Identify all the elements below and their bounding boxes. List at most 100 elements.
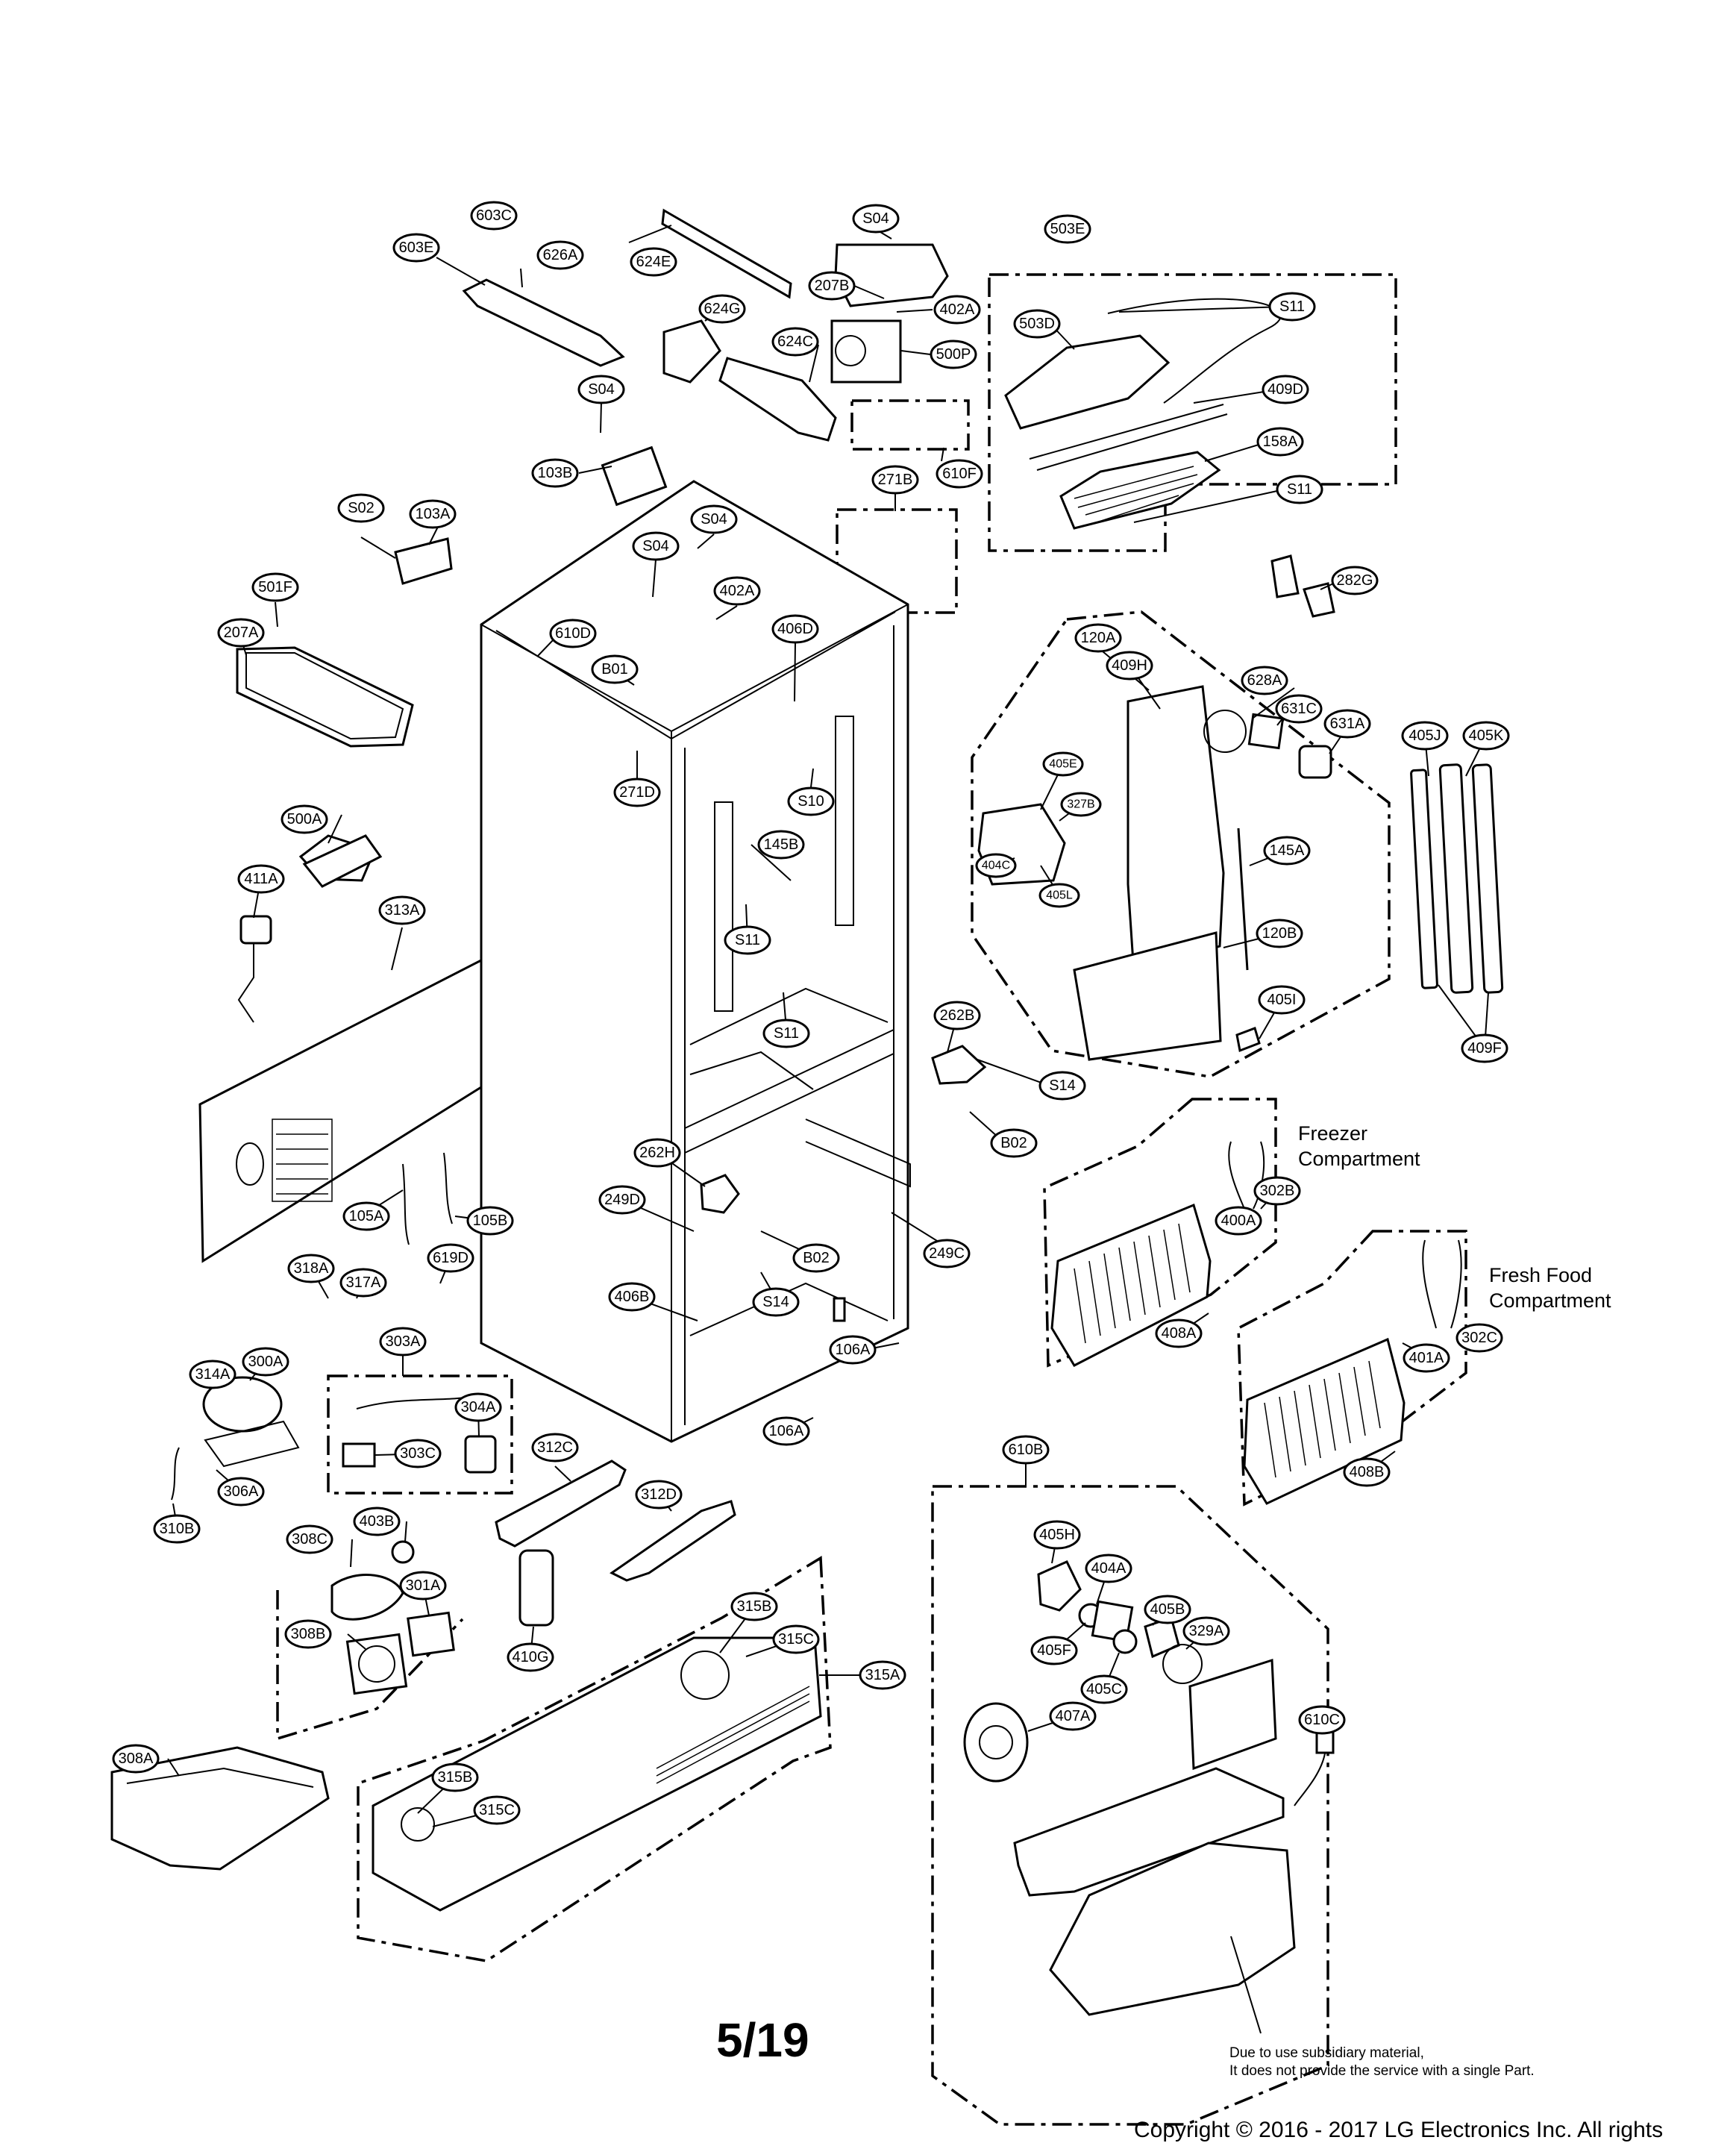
- callout-249C: 249C: [923, 1239, 971, 1268]
- callout-text: 145B: [764, 836, 799, 853]
- callout-313A: 313A: [378, 895, 426, 925]
- callout-314A: 314A: [189, 1360, 236, 1389]
- callout-text: 317A: [346, 1274, 381, 1291]
- callout-631C: 631C: [1275, 694, 1323, 724]
- callout-308A: 308A: [112, 1744, 160, 1774]
- fan-bracket-guide-line: [276, 1590, 464, 1741]
- callout-S11: S11: [724, 925, 771, 955]
- fresh-food-label-line-1: Fresh Food: [1489, 1264, 1593, 1286]
- callout-S04: S04: [852, 204, 900, 234]
- callout-S14: S14: [752, 1287, 800, 1317]
- callout-315A: 315A: [859, 1660, 906, 1690]
- callout-619D: 619D: [427, 1243, 474, 1273]
- callout-text: 306A: [224, 1483, 259, 1500]
- callout-402A: 402A: [933, 295, 981, 325]
- callout-249D: 249D: [598, 1185, 646, 1215]
- callout-text: 405F: [1037, 1642, 1071, 1659]
- callout-610F: 610F: [936, 459, 983, 489]
- callout-text: 303A: [386, 1333, 421, 1350]
- callout-282G: 282G: [1331, 566, 1379, 595]
- callout-text: 262H: [639, 1145, 675, 1161]
- callout-271D: 271D: [613, 778, 661, 807]
- callout-405K: 405K: [1462, 721, 1510, 751]
- callout-B01: B01: [591, 654, 639, 684]
- callout-text: 405E: [1049, 758, 1077, 771]
- callout-624G: 624G: [698, 294, 746, 324]
- callout-text: S04: [642, 538, 669, 554]
- callout-145A: 145A: [1263, 836, 1311, 866]
- component-sketches: [110, 208, 1504, 2016]
- callout-text: S10: [798, 793, 824, 810]
- callout-315B: 315B: [431, 1762, 479, 1792]
- callouts: 603E 603C 626A 624E S04 207B 402A 500P 6…: [112, 201, 1510, 1825]
- callout-158A: 158A: [1256, 427, 1304, 457]
- callout-410G: 410G: [507, 1642, 554, 1672]
- callout-603C: 603C: [470, 201, 518, 231]
- callout-628A: 628A: [1241, 666, 1288, 695]
- callout-262B: 262B: [933, 1001, 981, 1030]
- duct-120a-group-outline: [971, 610, 1391, 1078]
- callout-text: S11: [1287, 481, 1312, 498]
- wire-610f-group-outline: [850, 399, 970, 451]
- callout-text: 405B: [1150, 1601, 1185, 1618]
- callout-302B: 302B: [1253, 1176, 1301, 1206]
- freezer-compartment-label: Freezer Compartment: [1298, 1121, 1420, 1171]
- callout-text: 411A: [244, 871, 278, 887]
- callout-631A: 631A: [1323, 709, 1371, 739]
- callout-text: 315C: [778, 1631, 814, 1648]
- callout-610B: 610B: [1002, 1435, 1050, 1465]
- freezer-label-line-2: Compartment: [1298, 1148, 1420, 1170]
- callout-120A: 120A: [1074, 623, 1122, 653]
- callout-405C: 405C: [1080, 1674, 1128, 1704]
- callout-145B: 145B: [757, 830, 805, 860]
- callout-S11: S11: [762, 1019, 810, 1048]
- callout-text: 610D: [555, 625, 591, 642]
- callout-text: S11: [1279, 298, 1305, 315]
- callout-503E: 503E: [1044, 214, 1091, 244]
- callout-text: 315C: [479, 1802, 515, 1818]
- callout-text: 409D: [1267, 381, 1303, 398]
- callout-text: 405H: [1039, 1527, 1075, 1543]
- callout-text: 410G: [513, 1649, 549, 1665]
- callout-405L: 405L: [1038, 883, 1080, 908]
- callout-207B: 207B: [808, 271, 856, 301]
- callout-text: 308B: [291, 1626, 326, 1642]
- callout-text: 409H: [1112, 657, 1147, 674]
- callout-text: 631A: [1330, 716, 1365, 732]
- callout-text: 262B: [940, 1007, 975, 1024]
- callout-text: 403B: [360, 1513, 395, 1530]
- callout-405H: 405H: [1033, 1520, 1081, 1550]
- callout-603E: 603E: [392, 233, 440, 263]
- callout-271B: 271B: [871, 465, 919, 495]
- callout-400A: 400A: [1215, 1206, 1262, 1236]
- callout-text: 315B: [438, 1769, 473, 1786]
- callout-624C: 624C: [771, 327, 819, 357]
- callout-402A: 402A: [713, 576, 761, 606]
- callout-text: S04: [588, 381, 615, 398]
- callout-text: 610F: [942, 466, 977, 482]
- callout-text: 626A: [543, 247, 578, 263]
- callout-text: 624C: [777, 334, 813, 350]
- callout-624E: 624E: [630, 247, 677, 277]
- callout-text: 407A: [1056, 1708, 1091, 1724]
- callout-207A: S04: [632, 531, 680, 561]
- callout-text: 402A: [940, 301, 975, 318]
- machine-room-cover-outline: [357, 1555, 832, 1962]
- callout-315C: 315C: [772, 1624, 820, 1654]
- callout-text: 312D: [641, 1486, 677, 1503]
- callout-text: 105B: [473, 1213, 508, 1229]
- callout-312D: 312D: [635, 1480, 683, 1510]
- callout-610C: 610C: [1298, 1705, 1346, 1735]
- callout-501F: 207A: [217, 618, 265, 648]
- callout-text: 313A: [385, 902, 420, 919]
- callout-401A: 401A: [1403, 1343, 1450, 1373]
- callout-text: 303C: [400, 1445, 436, 1462]
- harness-303a-group-outline: [327, 1374, 513, 1495]
- callout-text: 405K: [1469, 728, 1504, 744]
- callout-408A: 408A: [1155, 1318, 1203, 1348]
- callout-306A: 306A: [217, 1477, 265, 1507]
- callout-503D: 503D: [1013, 309, 1061, 339]
- callout-318A: 318A: [287, 1254, 335, 1283]
- callout-text: 120A: [1081, 630, 1116, 646]
